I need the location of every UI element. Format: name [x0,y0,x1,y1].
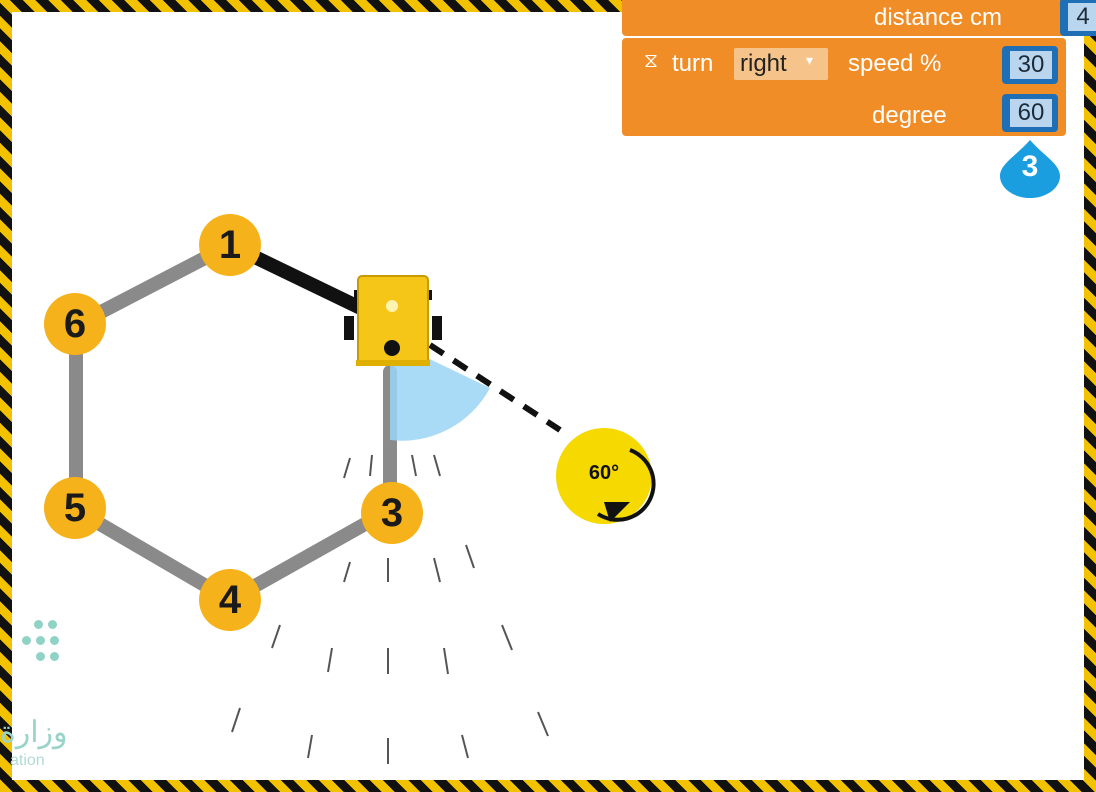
direction-value: right [740,50,787,77]
step-badge: 3 [1021,150,1039,183]
distance-slot[interactable]: 4 [1060,0,1096,36]
logo-subtext: ation [10,752,45,769]
speed-value[interactable]: 30 [1010,51,1052,79]
move-block[interactable]: distance cm 4 [622,0,1096,36]
distance-label: distance cm [874,4,1003,31]
speed-slot[interactable]: 30 [1002,46,1058,84]
vertex-badge-5: 5 [44,477,106,539]
distance-value[interactable]: 4 [1068,3,1096,31]
angle-label: 60° [588,462,620,484]
stage-area [12,12,1084,780]
turn-block[interactable]: distance cm 4 ⧖ turn right ▾ speed % 30 … [622,0,1096,140]
degree-slot[interactable]: 60 [1002,94,1058,132]
logo-arabic-text: وزارة [0,716,68,749]
chevron-down-icon: ▾ [806,52,814,68]
hourglass-icon: ⧖ [644,50,659,72]
vertex-badge-6: 6 [44,293,106,355]
direction-dropdown[interactable]: right ▾ [734,48,828,80]
vertex-badge-4: 4 [199,569,261,631]
robot-icon [344,275,442,366]
rotation-icon [556,428,656,524]
ministry-logo [0,610,70,770]
vertex-badge-1: 1 [199,214,261,276]
turn-block-body[interactable]: ⧖ turn right ▾ speed % 30 degree 60 [622,38,1066,136]
degree-label: degree [872,102,947,129]
speed-label: speed % [848,50,942,77]
degree-value[interactable]: 60 [1010,99,1052,127]
turn-label: turn [672,50,714,77]
vertex-badge-3: 3 [361,482,423,544]
motion-trail-lines [231,454,549,764]
step-pin-icon [1000,140,1060,198]
